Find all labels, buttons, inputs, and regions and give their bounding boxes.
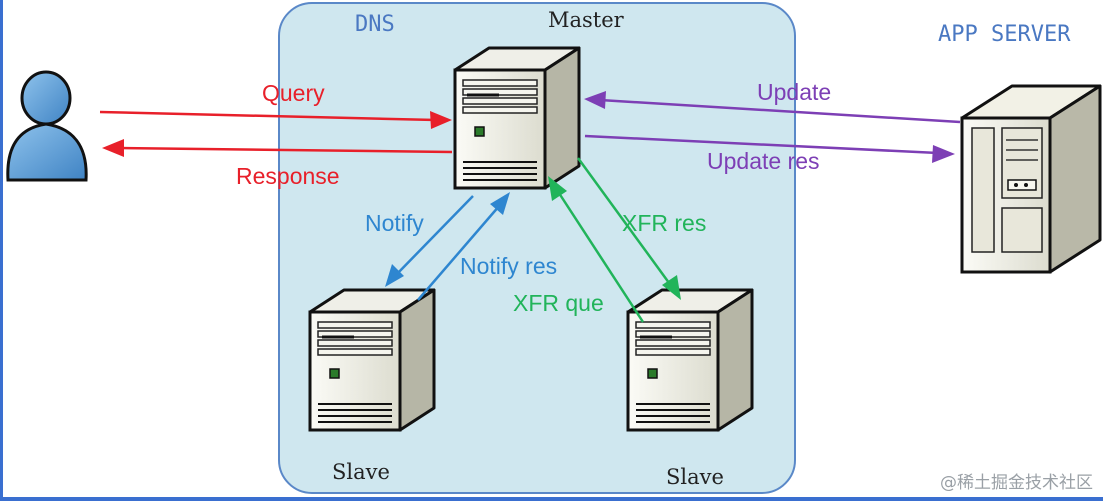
user-icon (6, 70, 88, 182)
watermark: @稀土掘金技术社区 (940, 473, 1093, 493)
response-label: Response (236, 163, 340, 189)
update-res-label: Update res (707, 148, 820, 174)
update-arrow (584, 91, 961, 124)
notify-label: Notify (365, 210, 424, 236)
slave-right-server-icon (626, 288, 754, 432)
app-server-title: APP SERVER (938, 22, 1071, 47)
master-label: Master (548, 8, 624, 32)
master-server-icon (453, 46, 581, 190)
query-label: Query (262, 80, 325, 106)
notify-res-arrow (417, 192, 510, 301)
update-label: Update (757, 79, 832, 105)
response-arrow (102, 139, 453, 157)
xfr-res-arrow (576, 157, 681, 300)
notify-res-label: Notify res (460, 253, 558, 279)
xfr-res-label: XFR res (622, 210, 707, 236)
slave-left-server-icon (308, 288, 436, 432)
notify-arrow (385, 195, 474, 287)
slave-right-label: Slave (666, 465, 724, 489)
xfr-que-label: XFR que (513, 290, 604, 316)
xfr-que-arrow (548, 176, 645, 323)
frame-bottom-edge (0, 497, 1103, 501)
frame-left-edge (0, 0, 3, 501)
update-res-arrow (584, 134, 955, 163)
dns-title: DNS (355, 12, 395, 37)
slave-left-label: Slave (332, 460, 390, 484)
app-server-icon (960, 84, 1102, 274)
query-arrow (99, 110, 452, 129)
